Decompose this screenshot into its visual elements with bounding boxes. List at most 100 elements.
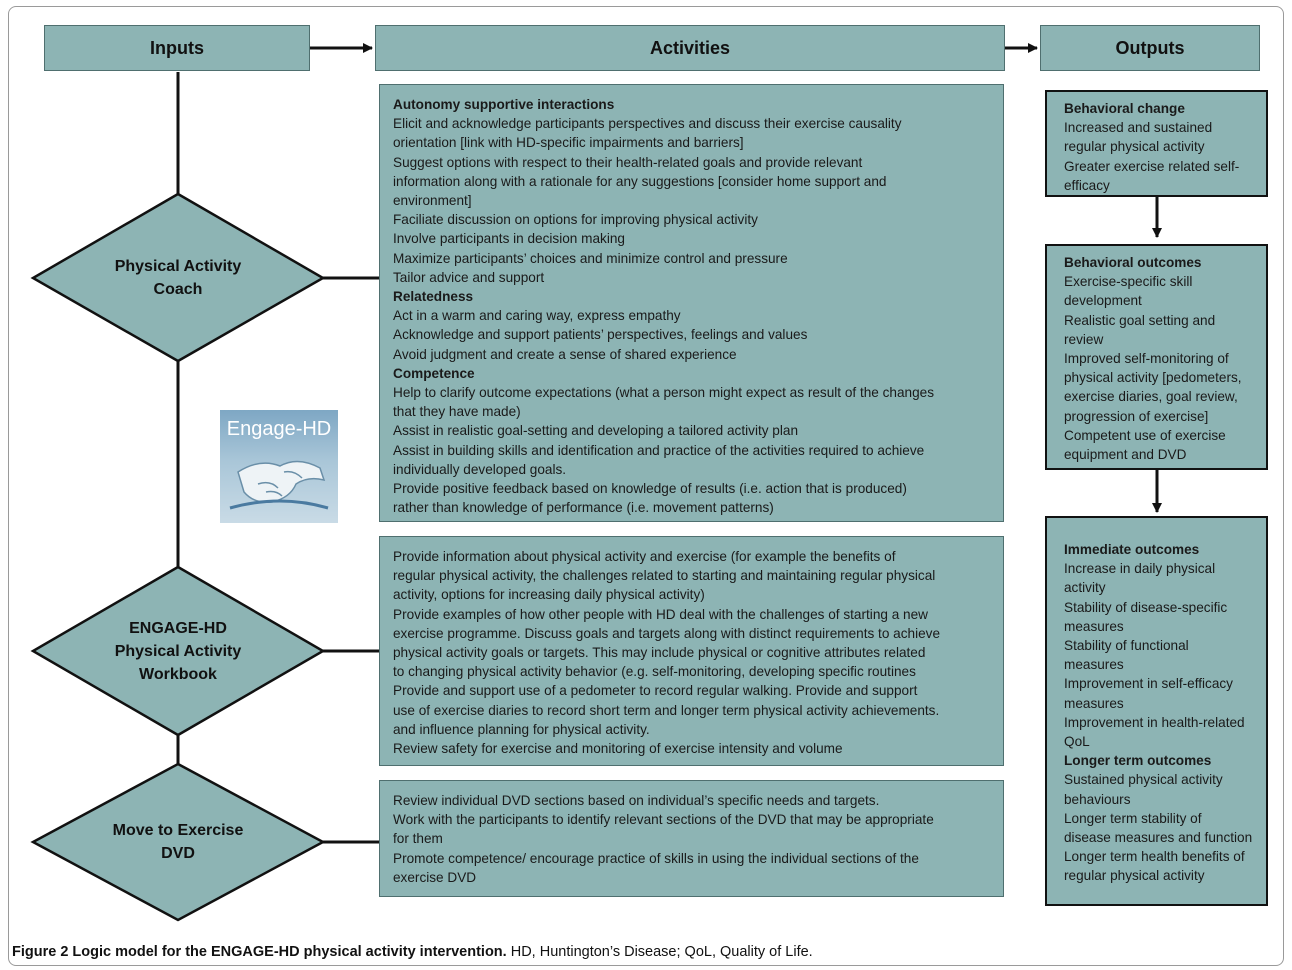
workbook-activity-line: Provide information about physical activ… xyxy=(393,549,896,564)
immediate-outcome-line: Longer term health benefits of xyxy=(1064,849,1245,865)
coach-activity-line: individually developed goals. xyxy=(393,461,567,477)
diamond-coach-line: Coach xyxy=(153,281,203,298)
immediate-outcome-line: activity xyxy=(1064,580,1106,596)
diamond-workbook-line: ENGAGE-HD xyxy=(129,619,227,637)
workbook-activity-line: activity, options for increasing daily p… xyxy=(393,587,705,603)
dvd-activity-line: for them xyxy=(393,831,443,847)
diamond-coach-line: Physical Activity xyxy=(114,258,242,275)
figure-frame xyxy=(8,6,1284,966)
immediate-outcome-line: Sustained physical activity xyxy=(1064,772,1223,788)
header-activities: Activities xyxy=(375,25,1005,71)
caption-text: HD, Huntington’s Disease; QoL, Quality o… xyxy=(506,944,813,960)
dvd-activity-line: Review individual DVD sections based on … xyxy=(393,793,880,808)
header-activities-label: Activities xyxy=(649,37,731,58)
diamond-dvd-line: Move to Exercise xyxy=(112,822,244,839)
coach-activity-line: Assist in realistic goal-setting and dev… xyxy=(393,423,799,439)
coach-activity-line: environment] xyxy=(393,193,472,209)
header-inputs-label: Inputs xyxy=(150,37,204,58)
diamond-coach-label: Physical Activity Coach xyxy=(63,228,293,328)
workbook-activity-line: regular physical activity, the challenge… xyxy=(393,568,936,584)
behavioral-change-line: regular physical activity xyxy=(1064,139,1205,155)
activities-dvd-box: Review individual DVD sections based on … xyxy=(379,780,1004,897)
coach-activity-line: Assist in building skills and identifica… xyxy=(393,442,925,458)
coach-activity-line: Tailor advice and support xyxy=(393,269,545,285)
immediate-outcome-line: Stability of functional xyxy=(1064,638,1189,654)
diamond-dvd-label: Move to Exercise DVD xyxy=(63,792,293,892)
coach-activity-line: Acknowledge and support patients’ perspe… xyxy=(393,327,808,343)
header-inputs: Inputs xyxy=(44,25,310,71)
diamond-dvd xyxy=(30,762,326,922)
diamond-dvd-line: DVD xyxy=(161,845,195,862)
coach-activity-line: Suggest options with respect to their he… xyxy=(393,154,863,170)
logo-text: Engage-HD xyxy=(226,418,332,440)
workbook-activity-line: and influence planning for physical acti… xyxy=(393,721,650,737)
immediate-outcome-line: QoL xyxy=(1064,734,1090,750)
handshake-icon xyxy=(229,460,329,510)
immediate-outcome-line: measures xyxy=(1064,657,1124,673)
immediate-outcome-line: regular physical activity xyxy=(1064,868,1205,884)
coach-activity-line: Act in a warm and caring way, express em… xyxy=(393,308,681,324)
behavioral-change-line: Greater exercise related self- xyxy=(1064,158,1240,174)
caption-title: Figure 2 Logic model for the ENGAGE-HD p… xyxy=(12,944,507,960)
coach-activity-heading: Autonomy supportive interactions xyxy=(393,97,615,112)
dvd-activity-line: exercise DVD xyxy=(393,869,477,885)
behavioral-outcome-line: development xyxy=(1064,293,1142,309)
coach-activity-line: Avoid judgment and create a sense of sha… xyxy=(393,346,737,362)
diamond-workbook-line: Physical Activity xyxy=(114,642,242,660)
behavioral-outcome-line: review xyxy=(1064,331,1104,347)
behavioral-change-line: efficacy xyxy=(1064,177,1110,193)
activities-workbook-box: Provide information about physical activ… xyxy=(379,536,1004,766)
workbook-activity-line: physical activity goals or targets. This… xyxy=(393,645,926,661)
immediate-outcome-line: measures xyxy=(1064,695,1124,711)
coach-activity-line: Provide positive feedback based on knowl… xyxy=(393,481,907,497)
dvd-activity-line: Work with the participants to identify r… xyxy=(393,812,934,828)
coach-activity-line: Faciliate discussion on options for impr… xyxy=(393,212,758,228)
coach-activity-line: information along with a rationale for a… xyxy=(393,173,887,189)
engage-hd-logo: Engage-HD xyxy=(220,410,338,523)
immediate-outcome-line: Improvement in health-related xyxy=(1064,714,1245,730)
behavioral-outcome-line: Competent use of exercise xyxy=(1064,427,1226,443)
coach-activity-heading: Relatedness xyxy=(393,289,474,305)
diamond-coach xyxy=(30,192,326,363)
behavioral-outcome-line: Realistic goal setting and xyxy=(1064,312,1216,328)
workbook-activity-line: Provide and support use of a pedometer t… xyxy=(393,683,918,699)
header-outputs: Outputs xyxy=(1040,25,1260,71)
workbook-activity-line: to changing physical activity behavior (… xyxy=(393,664,916,680)
figure-caption: Figure 2 Logic model for the ENGAGE-HD p… xyxy=(12,944,813,960)
diamond-workbook xyxy=(30,565,326,737)
behavioral-outcome-line: physical activity [pedometers, xyxy=(1064,370,1242,386)
behavioral-outcome-line: Improved self-monitoring of xyxy=(1064,351,1229,367)
immediate-outcome-heading: Immediate outcomes xyxy=(1064,542,1200,557)
coach-activity-line: Help to clarify outcome expectations (wh… xyxy=(393,385,935,401)
dvd-activity-line: Promote competence/ encourage practice o… xyxy=(393,850,919,866)
workbook-activity-line: Review safety for exercise and monitorin… xyxy=(393,741,843,757)
diamond-workbook-label: ENGAGE-HD Physical Activity Workbook xyxy=(63,601,293,701)
behavioral-change-heading: Behavioral change xyxy=(1064,101,1185,116)
behavioral-outcome-heading: Behavioral outcomes xyxy=(1064,255,1202,270)
immediate-outcome-line: Increase in daily physical xyxy=(1064,561,1216,577)
behavioral-outcome-line: equipment and DVD xyxy=(1064,447,1187,463)
diamond-workbook-line: Workbook xyxy=(139,665,217,683)
immediate-outcome-line: measures xyxy=(1064,618,1124,634)
workbook-activity-line: exercise programme. Discuss goals and ta… xyxy=(393,625,941,641)
workbook-activity-line: Provide examples of how other people wit… xyxy=(393,606,928,622)
behavioral-outcome-line: progression of exercise] xyxy=(1064,408,1209,424)
coach-activity-line: rather than knowledge of performance (i.… xyxy=(393,500,774,516)
coach-activity-line: orientation [link with HD-specific impai… xyxy=(393,135,744,151)
immediate-outcome-line: disease measures and function xyxy=(1064,830,1253,846)
immediate-outcome-line: Stability of disease-specific xyxy=(1064,599,1228,615)
immediate-outcome-heading: Longer term outcomes xyxy=(1064,753,1212,769)
workbook-activity-line: use of exercise diaries to record short … xyxy=(393,702,940,718)
behavioral-outcome-line: exercise diaries, goal review, xyxy=(1064,389,1238,405)
header-outputs-label: Outputs xyxy=(1115,37,1185,58)
coach-activity-line: Maximize participants’ choices and minim… xyxy=(393,250,788,266)
coach-activity-line: Elicit and acknowledge participants pers… xyxy=(393,116,902,132)
immediate-outcome-line: Improvement in self-efficacy xyxy=(1064,676,1233,692)
immediate-outcome-line: behaviours xyxy=(1064,791,1131,807)
coach-activity-line: Involve participants in decision making xyxy=(393,231,625,247)
